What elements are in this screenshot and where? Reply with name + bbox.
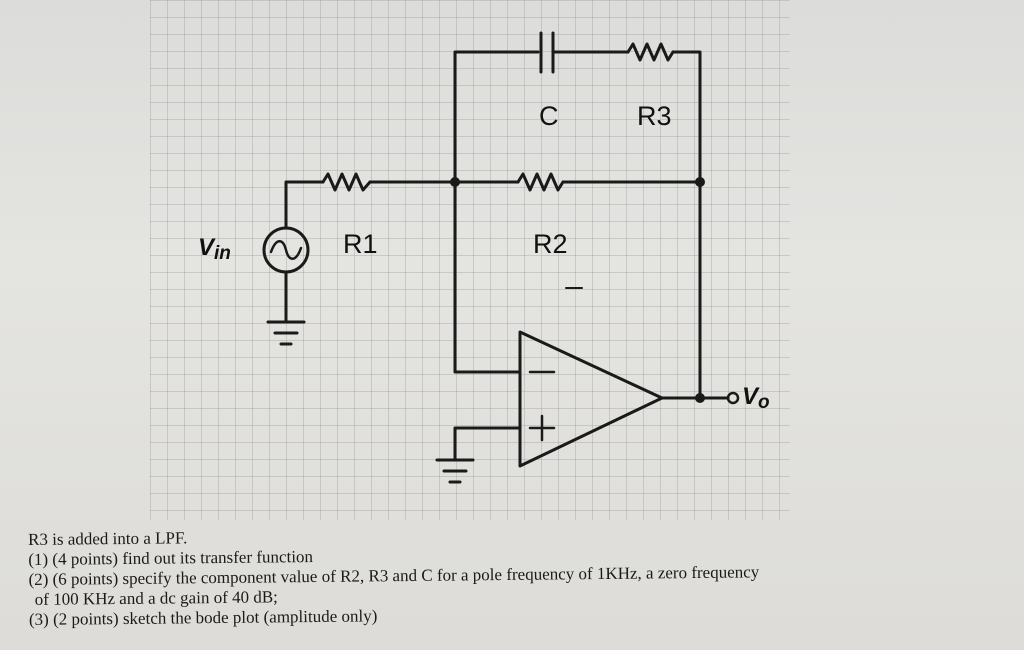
resistor-r1 xyxy=(321,172,372,192)
vo-label: Vo xyxy=(742,383,770,413)
output-terminal xyxy=(726,391,740,405)
wire-noninverting-ground xyxy=(453,426,522,462)
resistor-r3 xyxy=(626,42,675,62)
ground-symbol-source xyxy=(266,320,306,346)
junction-dot-right xyxy=(695,177,705,187)
vin-label: Vin xyxy=(198,234,231,264)
wire-source-top xyxy=(284,180,325,230)
r1-label: R1 xyxy=(343,229,378,259)
capacitor-label: C xyxy=(539,101,559,131)
circuit-schematic xyxy=(262,31,740,484)
problem-statement: R3 is added into a LPF. (1) (4 points) f… xyxy=(28,520,1009,630)
junction-dot-output xyxy=(695,393,705,403)
resistor-r2 xyxy=(516,172,565,192)
wire-r3-to-right xyxy=(671,50,702,184)
graph-paper-grid xyxy=(150,0,790,520)
wire-top-left xyxy=(453,50,540,182)
r2-label: R2 xyxy=(533,229,568,259)
junction-dot-left xyxy=(450,177,460,187)
capacitor-c-plates xyxy=(539,31,555,74)
ac-source-sine xyxy=(269,240,303,260)
wire-node-to-inverting xyxy=(453,180,522,374)
r3-label: R3 xyxy=(637,101,672,131)
opamp-triangle xyxy=(518,330,664,468)
opamp-plus-sign xyxy=(528,414,556,442)
ground-symbol-opamp xyxy=(435,458,475,484)
